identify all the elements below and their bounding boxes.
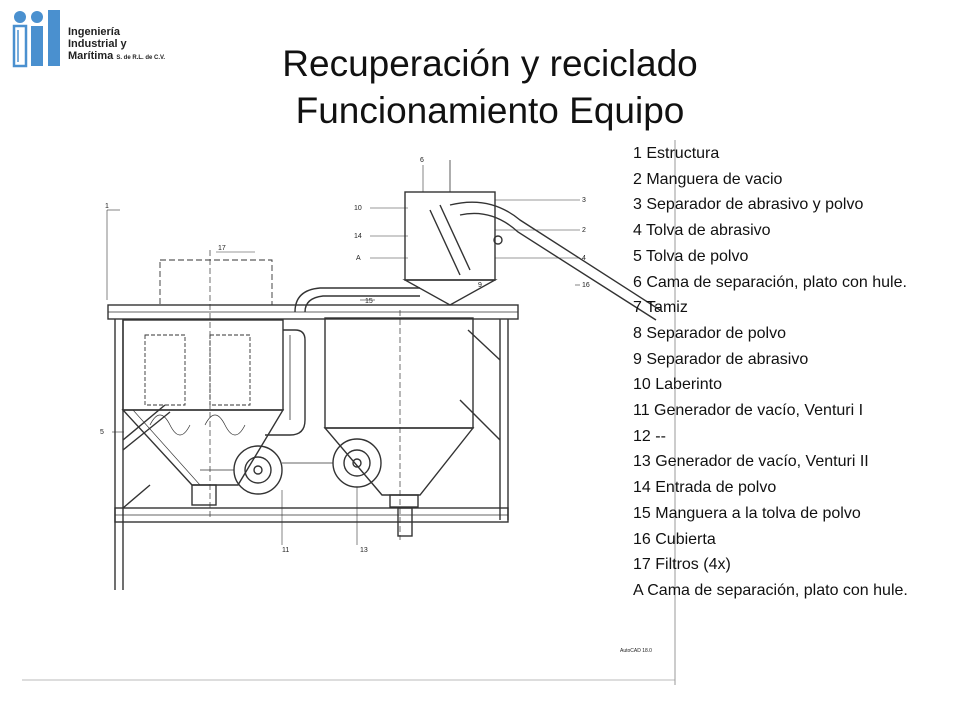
drawing-label-13: 13	[360, 547, 368, 554]
legend-item: 12 --	[633, 427, 666, 445]
drawing-label-9: 9	[478, 282, 482, 289]
legend-item: 5 Tolva de polvo	[633, 247, 749, 265]
legend-item: 13 Generador de vacío, Venturi II	[633, 453, 869, 471]
drawing-label-11: 11	[282, 547, 289, 554]
logo-line-2: Industrial y	[68, 38, 127, 50]
legend-item: 10 Laberinto	[633, 376, 722, 394]
drawing-label-14: 14	[354, 233, 362, 240]
legend-item: 6 Cama de separación, plato con hule.	[633, 273, 907, 291]
legend-item: 14 Entrada de polvo	[633, 479, 777, 497]
drawing-label-16: 16	[582, 282, 590, 289]
logo-mark-icon	[12, 10, 60, 68]
drawing-label-2: 2	[582, 227, 586, 234]
legend-item: 9 Separador de abrasivo	[633, 350, 809, 368]
logo-text: Ingeniería Industrial y Marítima S. de R…	[68, 26, 165, 64]
logo-suffix: S. de R.L. de C.V.	[116, 55, 166, 61]
title-line-1: Recuperación y reciclado	[282, 43, 698, 84]
legend-item: 3 Separador de abrasivo y polvo	[633, 196, 864, 214]
title-line-2: Funcionamiento Equipo	[295, 90, 685, 131]
slide-title: Recuperación y reciclado Funcionamiento …	[200, 40, 780, 134]
logo-line-1: Ingeniería	[68, 26, 120, 38]
legend-item: 1 Estructura	[633, 145, 720, 162]
legend-item: 11 Generador de vacío, Venturi I	[633, 402, 864, 420]
logo-line-3-text: Marítima	[68, 50, 114, 62]
autocad-stamp: AutoCAD 18.0	[620, 648, 652, 654]
legend-item: 4 Tolva de abrasivo	[633, 222, 771, 240]
legend-item: 7 Tamiz	[633, 299, 688, 317]
drawing-label-4: 4	[582, 255, 586, 262]
logo-line-3: Marítima S. de R.L. de C.V.	[68, 50, 165, 64]
drawing-label-15: 15	[365, 298, 373, 305]
drawing-label-1: 1	[105, 203, 109, 210]
drawing-label-5: 5	[100, 429, 104, 436]
legend-item: 15 Manguera a la tolva de polvo	[633, 504, 861, 522]
drawing-label-3: 3	[582, 197, 586, 204]
drawing-label-10: 10	[354, 205, 362, 212]
equipment-drawing: 1 5 6 10 14 A 3 2 4 16 9 15 17 11 13 Aut…	[22, 140, 676, 685]
drawing-label-6: 6	[420, 157, 424, 164]
legend-item: 16 Cubierta	[633, 530, 716, 548]
parts-legend: 1 Estructura 2 Manguera de vacio 3 Separ…	[633, 141, 953, 604]
legend-item: 17 Filtros (4x)	[633, 556, 731, 574]
legend-item: A Cama de separación, plato con hule.	[633, 581, 908, 599]
drawing-label-17: 17	[218, 245, 226, 252]
drawing-label-a: A	[356, 255, 361, 262]
company-logo: Ingeniería Industrial y Marítima S. de R…	[10, 8, 200, 72]
legend-item: 2 Manguera de vacio	[633, 170, 783, 188]
legend-item: 8 Separador de polvo	[633, 324, 786, 342]
